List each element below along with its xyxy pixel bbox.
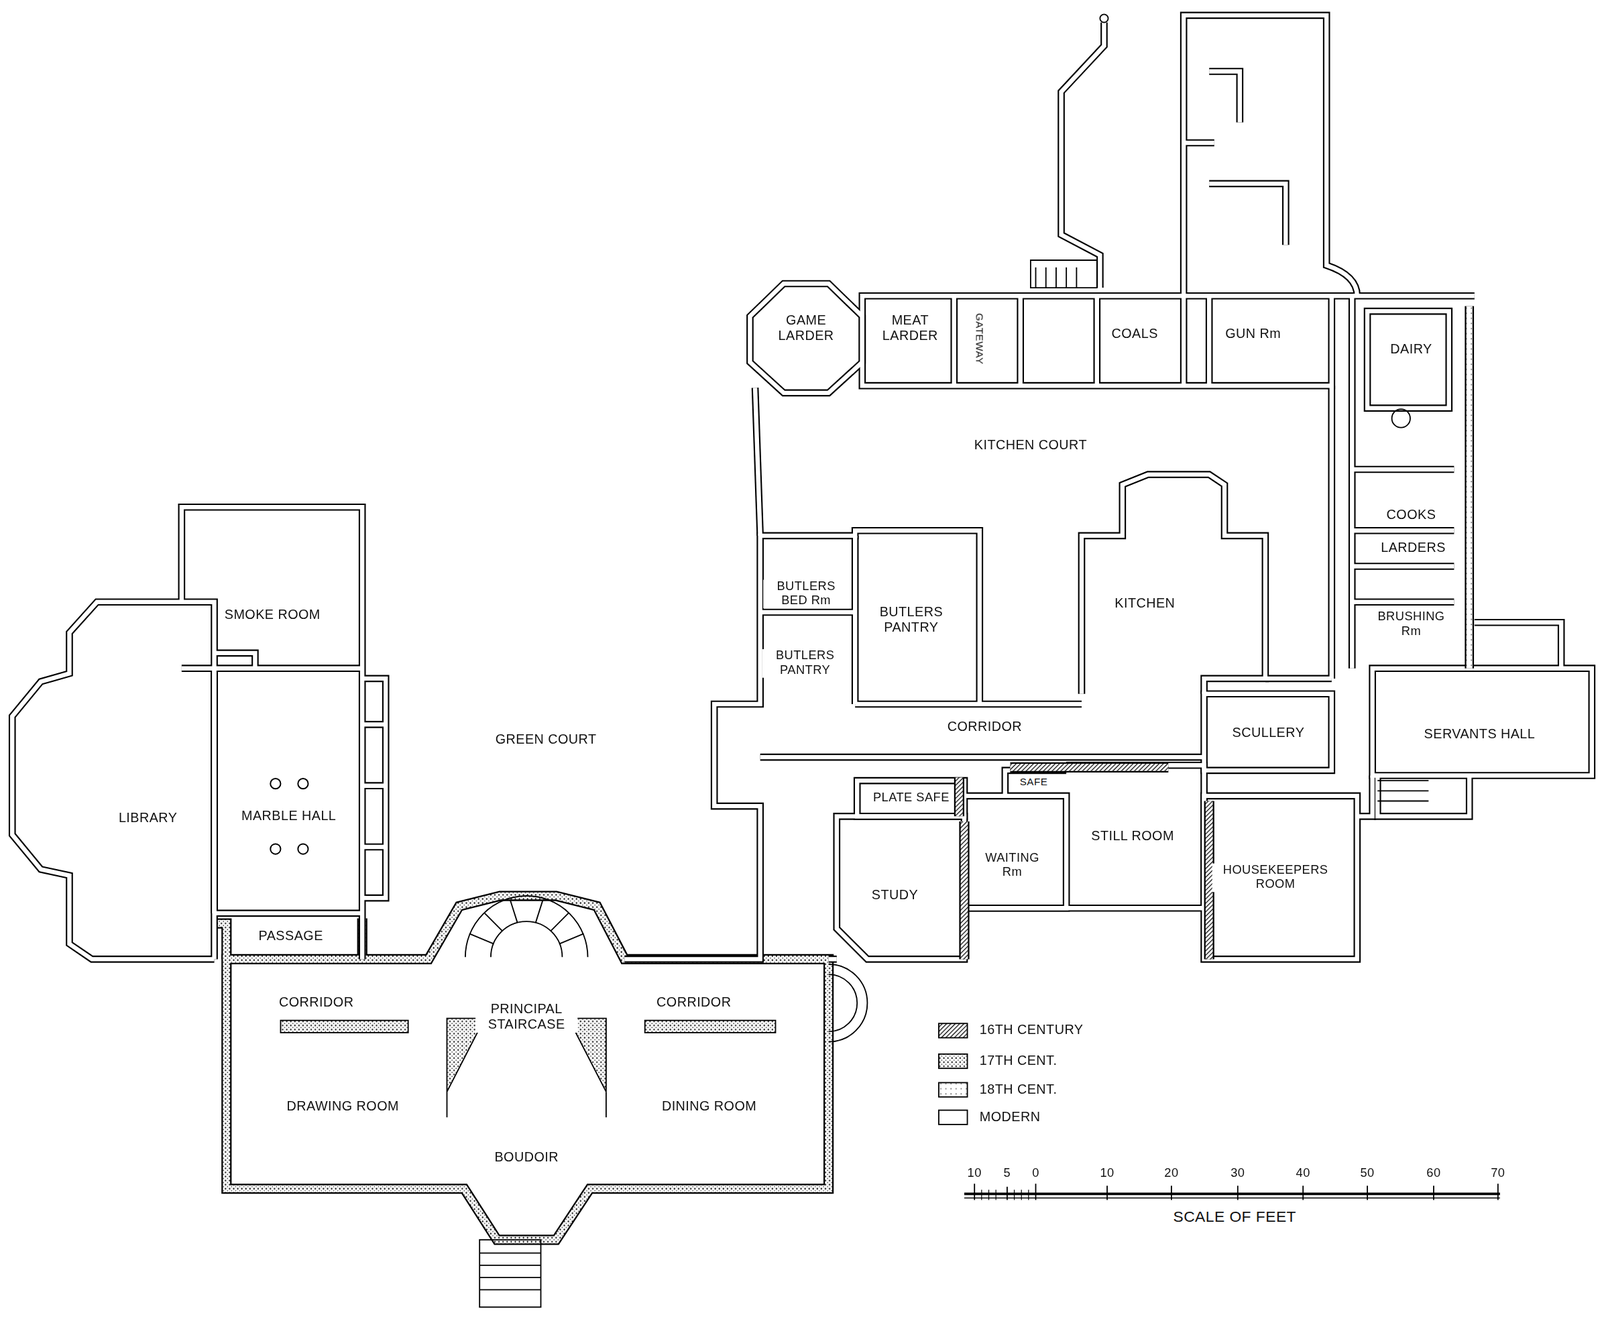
room-label: SCULLERY xyxy=(1230,726,1307,742)
room-label: COOKS xyxy=(1384,507,1439,524)
room-label: PRINCIPAL STAIRCASE xyxy=(475,1001,578,1033)
room-label: SERVANTS HALL xyxy=(1422,726,1538,743)
room-label: SMOKE ROOM xyxy=(222,607,323,623)
scale-number: 10 xyxy=(1097,1166,1116,1181)
room-label: COALS xyxy=(1109,327,1160,343)
room-label: CORRIDOR xyxy=(276,995,356,1011)
room-label: WAITING Rm xyxy=(979,850,1045,880)
scale-number: 70 xyxy=(1488,1166,1507,1181)
scale-number: 20 xyxy=(1162,1166,1181,1181)
walls-16th xyxy=(958,767,1210,959)
scale-number: 5 xyxy=(1001,1166,1014,1181)
scale-number: 50 xyxy=(1357,1166,1377,1181)
scale-bar xyxy=(964,1183,1501,1200)
room-label: GREEN COURT xyxy=(493,732,599,748)
room-label: BUTLERS PANTRY xyxy=(762,649,849,678)
room-label: DAIRY xyxy=(1388,342,1434,359)
room-label: BRUSHING Rm xyxy=(1370,610,1453,639)
room-label: LIBRARY xyxy=(116,810,180,827)
legend-text: 18TH CENT. xyxy=(977,1082,1060,1098)
room-label: GAME LARDER xyxy=(771,313,841,344)
legend-swatches xyxy=(938,1023,968,1125)
room-label: LARDERS xyxy=(1378,540,1448,556)
room-label: PASSAGE xyxy=(256,929,325,945)
scale-number: 0 xyxy=(1030,1166,1042,1181)
legend-swatch xyxy=(938,1082,968,1098)
scale-title: SCALE OF FEET xyxy=(1170,1207,1299,1226)
room-label: STUDY xyxy=(869,888,921,904)
legend-swatch xyxy=(938,1054,968,1069)
room-label: GUN Rm xyxy=(1223,327,1283,343)
room-label: SAFE xyxy=(1017,775,1051,788)
legend-swatch xyxy=(938,1110,968,1125)
room-label: DINING ROOM xyxy=(659,1099,759,1116)
room-label: CORRIDOR xyxy=(654,995,733,1011)
legend-text: MODERN xyxy=(977,1109,1043,1126)
room-label: BUTLERS BED Rm xyxy=(763,580,849,609)
room-label: KITCHEN COURT xyxy=(972,438,1090,454)
room-label: STILL ROOM xyxy=(1089,828,1177,845)
legend-swatch xyxy=(938,1023,968,1038)
room-label: BUTLERS PANTRY xyxy=(868,604,955,636)
room-label: MARBLE HALL xyxy=(239,808,338,825)
room-label: PLATE SAFE xyxy=(871,790,952,805)
room-label: KITCHEN xyxy=(1112,596,1177,612)
scale-number: 30 xyxy=(1228,1166,1247,1181)
room-label: CORRIDOR xyxy=(945,720,1024,736)
walls-17th xyxy=(214,895,829,1240)
room-label: BOUDOIR xyxy=(492,1150,561,1167)
scale-number: 40 xyxy=(1294,1166,1313,1181)
room-label: MEAT LARDER xyxy=(872,313,949,344)
walls-18th xyxy=(1468,306,1470,669)
legend-text: 16TH CENTURY xyxy=(977,1023,1086,1039)
room-label: DRAWING ROOM xyxy=(284,1099,402,1116)
walls-modern xyxy=(12,15,1592,960)
scale-number: 60 xyxy=(1424,1166,1443,1181)
room-label: HOUSEKEEPERS ROOM xyxy=(1212,863,1340,892)
stair-treads xyxy=(465,14,1429,1307)
room-label: GATEWAY xyxy=(973,311,986,367)
legend-text: 17TH CENT. xyxy=(977,1053,1060,1069)
scale-number: 10 xyxy=(965,1166,984,1181)
